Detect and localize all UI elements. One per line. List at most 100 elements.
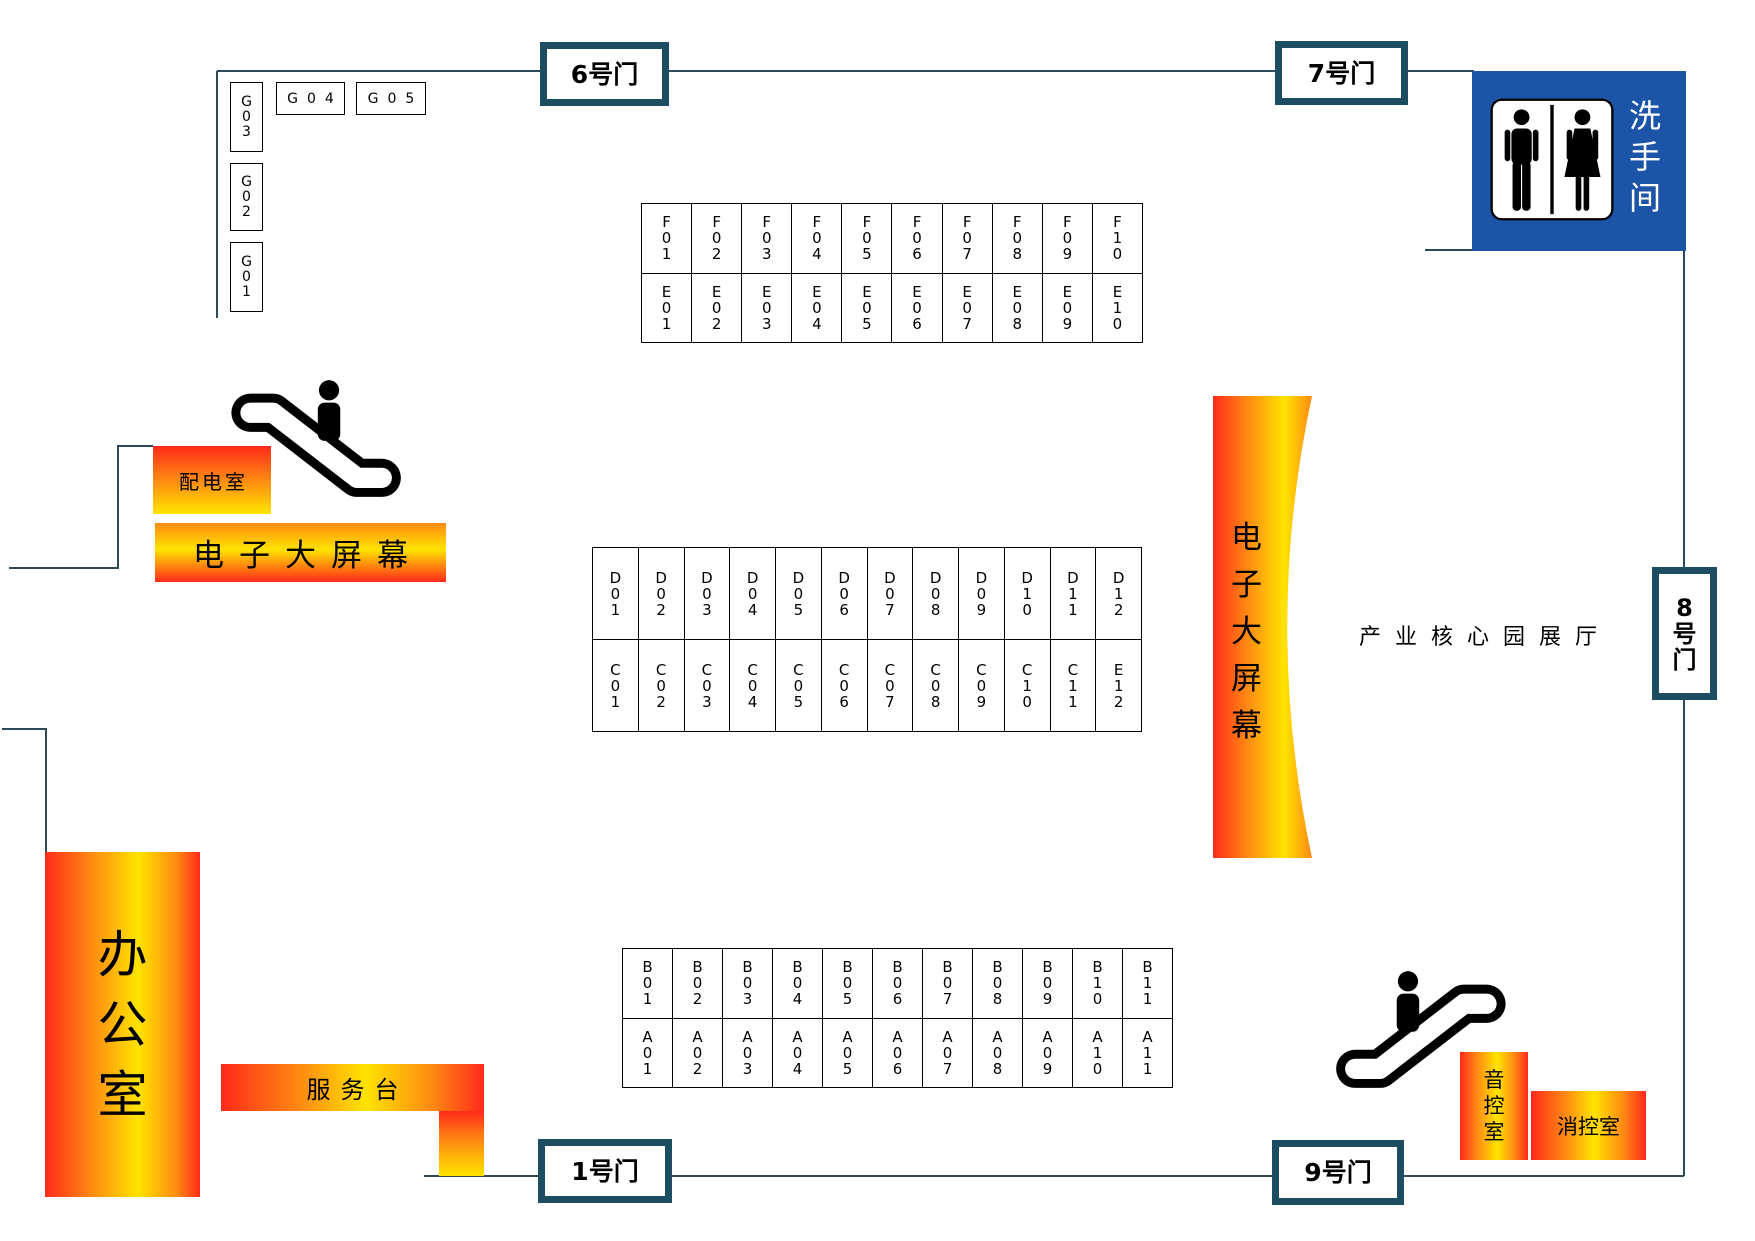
booth-code: D07 [884, 568, 896, 619]
booth-code: G02 [241, 173, 252, 220]
booth-code: B06 [892, 958, 903, 1009]
booth-code: E12 [1113, 660, 1124, 711]
booth-code: E04 [812, 282, 822, 333]
booth-code: B04 [792, 958, 803, 1009]
fire-control-room-label: 消控室 [1557, 1114, 1620, 1139]
booth-code: G04 [287, 90, 343, 107]
booth-code: G03 [241, 93, 252, 140]
service-desk: 服务台 [221, 1064, 484, 1111]
booth-code: C02 [655, 660, 667, 711]
booth-code: D12 [1112, 568, 1125, 619]
door-1-label: 1号门 [571, 1156, 639, 1186]
booth-g05: G05 [356, 82, 426, 115]
booth-code: F09 [1062, 213, 1073, 264]
booth-a05: A05 [823, 1018, 873, 1088]
booth-g01: G01 [230, 242, 263, 312]
booth-code: C04 [747, 660, 758, 711]
booth-c11: C11 [1050, 640, 1097, 732]
restroom-block: 洗手间 [1472, 71, 1686, 251]
escalator-icon [231, 380, 401, 497]
sound-control-room-label: 音控室 [1483, 1068, 1505, 1144]
booth-g04: G04 [276, 82, 345, 115]
booth-code: E05 [862, 282, 872, 333]
booth-code: A08 [992, 1027, 1003, 1078]
booth-d04: D04 [730, 548, 776, 640]
booth-code: E01 [661, 282, 672, 333]
booth-code: A05 [842, 1027, 853, 1078]
door-8-label: 8号门 [1672, 593, 1697, 674]
booth-f04: F04 [792, 204, 843, 274]
booth-a11: A11 [1123, 1018, 1173, 1088]
booth-code: A07 [942, 1027, 953, 1078]
booth-b07: B07 [923, 949, 973, 1019]
door-7-label: 7号门 [1307, 58, 1376, 88]
booth-d10: D10 [1004, 548, 1051, 640]
booth-code: D04 [746, 568, 759, 619]
booth-e06: E06 [892, 273, 943, 343]
booth-code: G01 [241, 253, 252, 300]
door-6: 6号门 [540, 42, 669, 106]
hall-name: 产业核心园展厅 [1359, 625, 1612, 650]
restroom-label: 洗手间 [1629, 97, 1662, 217]
male-figure-icon [1504, 109, 1539, 211]
booth-b06: B06 [873, 949, 923, 1019]
booth-code: C01 [610, 660, 621, 711]
male-female-restroom-icon [1490, 98, 1614, 221]
booth-a06: A06 [873, 1018, 923, 1088]
booth-code: F07 [962, 213, 972, 264]
service-desk-extension [439, 1111, 484, 1176]
booth-f01: F01 [642, 204, 693, 274]
booth-f10: F10 [1092, 204, 1143, 274]
booth-code: C10 [1021, 660, 1033, 711]
booth-f03: F03 [742, 204, 793, 274]
booth-c02: C02 [638, 640, 685, 732]
booth-a03: A03 [723, 1018, 773, 1088]
wall-left-upper [9, 445, 153, 569]
booth-code: F10 [1112, 213, 1123, 264]
booth-code: D02 [655, 568, 667, 619]
door-6-label: 6号门 [570, 59, 639, 89]
booth-b09: B09 [1023, 949, 1073, 1019]
booth-code: C03 [701, 660, 713, 711]
booth-code: F02 [711, 213, 722, 264]
booth-code: D10 [1021, 568, 1033, 619]
booth-e09: E09 [1042, 273, 1093, 343]
booth-d06: D06 [821, 548, 868, 640]
booth-code: E10 [1112, 282, 1123, 333]
booth-code: B01 [642, 958, 653, 1009]
booth-code: B02 [692, 958, 703, 1009]
escalator-icon [1336, 971, 1506, 1088]
booth-b08: B08 [973, 949, 1023, 1019]
female-figure-icon [1564, 109, 1601, 211]
wall-left-lower [2, 728, 47, 852]
booth-e10: E10 [1092, 273, 1143, 343]
booth-f08: F08 [992, 204, 1043, 274]
booth-code: F03 [761, 213, 772, 264]
booth-d08: D08 [913, 548, 959, 640]
booth-b03: B03 [723, 949, 773, 1019]
booth-code: E07 [962, 282, 972, 333]
booth-code: C09 [976, 660, 987, 711]
booth-code: A01 [642, 1027, 653, 1078]
booth-code: B11 [1142, 958, 1153, 1009]
booth-e05: E05 [842, 273, 893, 343]
door-9: 9号门 [1272, 1140, 1404, 1205]
booth-c10: C10 [1004, 640, 1051, 732]
booth-b02: B02 [673, 949, 723, 1019]
power-room: 配电室 [153, 446, 271, 514]
booth-c08: C08 [913, 640, 959, 732]
booth-g03: G03 [230, 82, 263, 152]
booth-code: B10 [1092, 958, 1103, 1009]
booth-code: E02 [711, 282, 722, 333]
booth-code: A09 [1042, 1027, 1053, 1078]
booth-f06: F06 [892, 204, 943, 274]
booth-e07: E07 [942, 273, 993, 343]
booth-code: C08 [930, 660, 941, 711]
booth-c07: C07 [867, 640, 914, 732]
screen-left: 电子大屏幕 [155, 523, 446, 582]
booth-e04: E04 [792, 273, 843, 343]
booth-a08: A08 [973, 1018, 1023, 1088]
booth-code: A04 [792, 1027, 803, 1078]
booth-d02: D02 [638, 548, 685, 640]
